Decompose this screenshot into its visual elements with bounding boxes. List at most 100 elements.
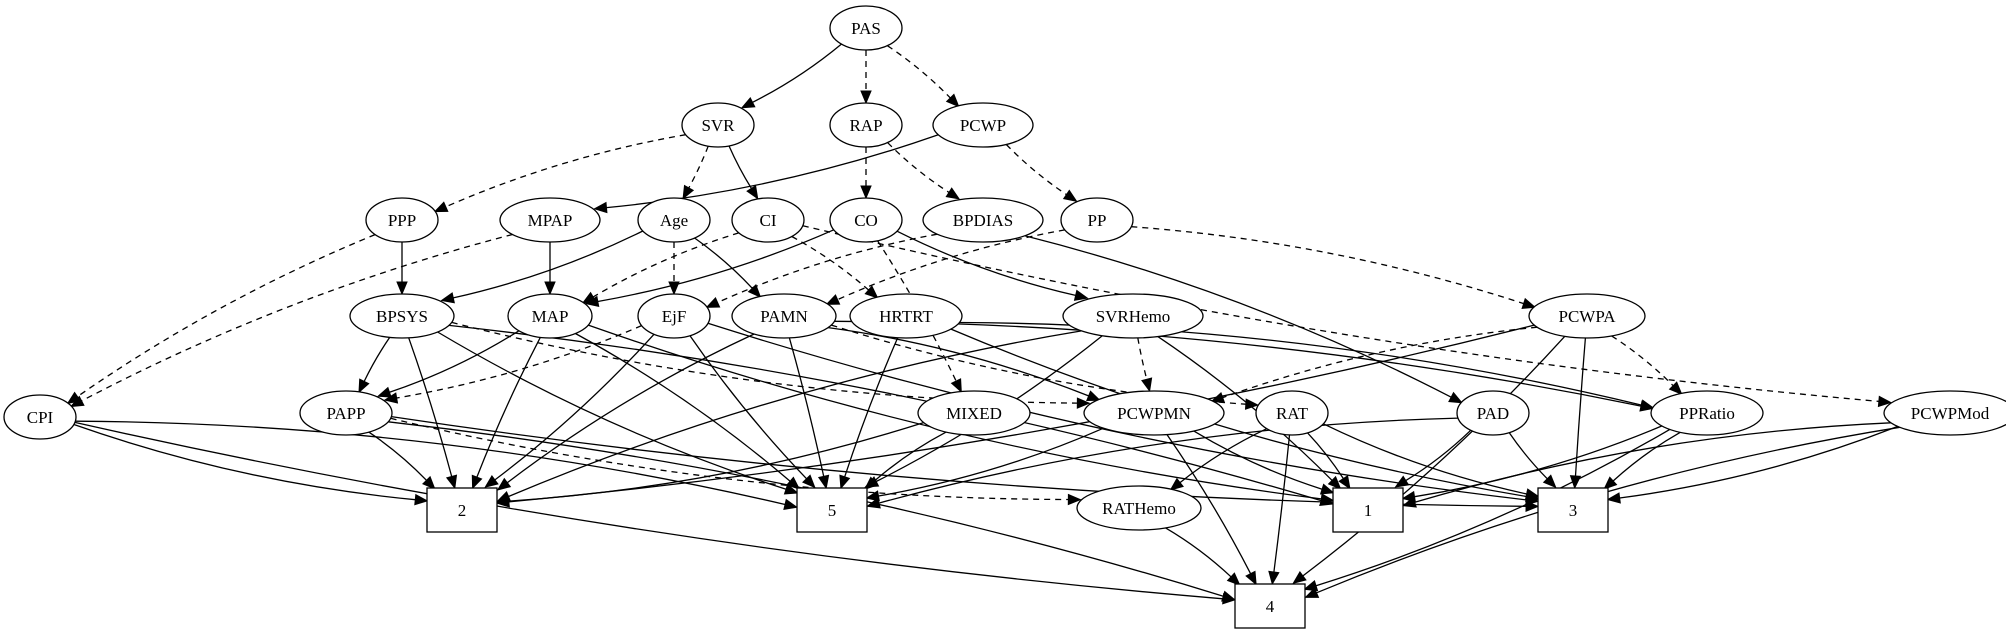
node-label: PP xyxy=(1088,211,1107,230)
edge-BPDIAS-to-EjF xyxy=(705,233,938,308)
edge-line xyxy=(896,230,1076,297)
node-label: HRTRT xyxy=(879,307,933,326)
arrowhead-icon xyxy=(414,493,429,506)
edge-line xyxy=(506,333,755,484)
node-box xyxy=(796,487,868,533)
edge-PAS-to-RAP xyxy=(860,49,872,105)
node-box xyxy=(1332,487,1404,533)
edge-PPRatio-to-3 xyxy=(1603,431,1681,490)
node-map: MAP xyxy=(507,293,593,339)
node-ellipse xyxy=(1060,197,1134,243)
arrowhead-icon xyxy=(1338,474,1351,490)
edge-line xyxy=(1273,434,1291,573)
arrowhead-icon xyxy=(1521,297,1537,309)
arrowhead-icon xyxy=(950,378,962,394)
arrowhead-icon xyxy=(945,93,960,108)
edge-line xyxy=(1611,335,1674,387)
node-label: 2 xyxy=(458,501,467,520)
edge-RAT-to-RATHemo xyxy=(1169,428,1267,491)
arrowhead-icon xyxy=(495,495,510,507)
node-label: RATHemo xyxy=(1102,499,1176,518)
edge-MIXED-to-5 xyxy=(864,431,947,490)
edge-line xyxy=(1222,326,1538,399)
edge-line xyxy=(1131,226,1524,305)
edge-line xyxy=(694,237,753,289)
edge-HRTRT-to-PPRatio xyxy=(959,321,1655,411)
arrowhead-icon xyxy=(496,477,512,491)
edge-PAD-to-5 xyxy=(866,417,1459,509)
node-label: 3 xyxy=(1569,501,1578,520)
edge-line xyxy=(717,233,938,304)
edge-EjF-to-2 xyxy=(484,333,655,488)
edge-PCWPMN-to-5 xyxy=(865,427,1104,502)
node-ellipse xyxy=(637,197,711,243)
edge-BPSYS-to-2 xyxy=(408,337,458,490)
arrowhead-icon xyxy=(1603,476,1618,490)
arrowhead-icon xyxy=(433,201,449,213)
edge-MAP-to-PAPP xyxy=(376,330,520,398)
edge-BPSYS-to-5 xyxy=(437,331,799,495)
arrowhead-icon xyxy=(1226,572,1241,586)
edge-line xyxy=(368,431,427,481)
edge-EjF-to-5 xyxy=(689,335,816,489)
node-ellipse xyxy=(731,197,805,243)
edge-PCWPMN-to-1 xyxy=(1193,430,1335,495)
edge-SVR-to-PPP xyxy=(433,134,686,213)
edge-line xyxy=(1612,431,1681,482)
arrowhead-icon xyxy=(864,476,879,490)
arrowhead-icon xyxy=(866,497,881,509)
node-pcwpa: PCWPA xyxy=(1528,293,1646,339)
arrowhead-icon xyxy=(1073,289,1089,301)
node-rat: RAT xyxy=(1255,390,1329,436)
edge-PCWPA-to-PPRatio xyxy=(1611,335,1683,396)
node-ellipse xyxy=(829,102,903,148)
arrowhead-icon xyxy=(1542,474,1557,489)
edge-line xyxy=(437,331,787,490)
node-5: 5 xyxy=(796,487,868,533)
edge-line xyxy=(1323,423,1527,495)
edge-SVRHemo-to-1 xyxy=(1157,336,1342,490)
edge-RAP-to-BPDIAS xyxy=(887,142,961,200)
edge-CPI-to-4 xyxy=(74,421,1237,605)
arrowhead-icon xyxy=(802,474,816,489)
edge-line xyxy=(77,233,376,398)
node-3: 3 xyxy=(1537,487,1609,533)
node-label: RAP xyxy=(849,116,882,135)
node-4: 4 xyxy=(1234,583,1306,629)
edge-line xyxy=(75,420,786,506)
node-ellipse xyxy=(637,293,711,339)
node-ellipse xyxy=(917,390,1031,436)
edge-line xyxy=(887,142,950,193)
arrowhead-icon xyxy=(860,185,872,200)
node-ellipse xyxy=(922,197,1044,243)
node-ellipse xyxy=(829,5,903,51)
node-ellipse xyxy=(1076,485,1202,531)
arrowhead-icon xyxy=(544,281,556,296)
edge-line xyxy=(1302,335,1566,577)
edge-line xyxy=(1574,337,1587,477)
edge-line xyxy=(408,337,453,477)
edge-line xyxy=(791,235,870,291)
edge-SVRHemo-to-PCWPMN xyxy=(1137,337,1153,393)
arrowhead-icon xyxy=(1062,189,1078,202)
edge-line xyxy=(1307,432,1344,479)
arrowhead-icon xyxy=(860,90,872,105)
node-label: CO xyxy=(854,211,878,230)
edge-line xyxy=(592,232,739,298)
edge-CO-to-SVRHemo xyxy=(896,230,1089,301)
node-1: 1 xyxy=(1332,487,1404,533)
node-ppratio: PPRatio xyxy=(1650,390,1764,436)
edge-PCWPMod-to-1 xyxy=(1402,422,1892,508)
node-pcwpmn: PCWPMN xyxy=(1083,390,1225,436)
edge-line xyxy=(74,421,1224,600)
node-ellipse xyxy=(681,102,755,148)
arrowhead-icon xyxy=(383,392,399,404)
edge-line xyxy=(508,324,1535,503)
arrowhead-icon xyxy=(1304,587,1320,598)
arrowhead-icon xyxy=(584,295,600,308)
node-ellipse xyxy=(299,390,393,436)
edge-RATHemo-to-4 xyxy=(1165,527,1241,586)
node-label: RAT xyxy=(1276,404,1309,423)
edge-line xyxy=(1137,337,1148,380)
edge-PAD-to-1 xyxy=(1394,429,1472,488)
